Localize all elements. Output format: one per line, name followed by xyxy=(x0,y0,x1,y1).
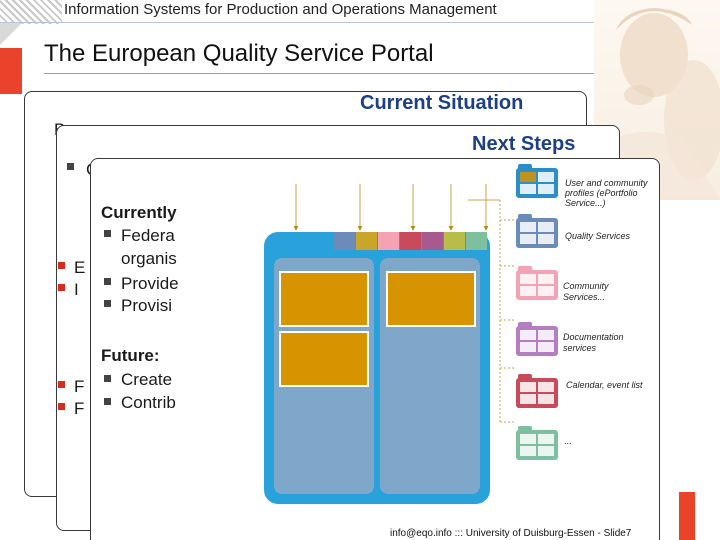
future-item: Create xyxy=(121,370,173,389)
service-icon xyxy=(516,214,558,248)
future-item: Contrib xyxy=(121,393,176,412)
main-box-tab xyxy=(466,232,487,250)
corner-triangle xyxy=(0,23,22,45)
service-icon-cell xyxy=(520,394,536,404)
service-icon-cell xyxy=(538,394,554,404)
next-steps-fragment: F xyxy=(74,377,85,396)
current-situation-title: Current Situation xyxy=(360,92,524,114)
bullet xyxy=(104,300,111,307)
service-icon-cell xyxy=(538,172,554,182)
currently-item: Provisi xyxy=(121,296,173,315)
service-icon-cell xyxy=(538,222,554,232)
currently-label: Currently xyxy=(101,203,177,222)
bullet xyxy=(67,163,74,170)
next-steps-title: Next Steps xyxy=(472,133,576,155)
bullet xyxy=(58,284,65,291)
header-title: Information Systems for Production and O… xyxy=(64,1,497,18)
service-label-community: Community Services... xyxy=(563,281,609,302)
bullet xyxy=(58,403,65,410)
service-label-more: ... xyxy=(564,436,572,446)
bullet xyxy=(104,230,111,237)
next-steps-fragment: F xyxy=(74,399,85,418)
service-icons xyxy=(516,164,558,460)
service-icon-cell xyxy=(538,286,554,296)
service-icon-cell xyxy=(520,434,536,444)
service-icon-cell xyxy=(538,330,554,340)
next-steps-fragment: E xyxy=(74,258,86,277)
main-box-tab xyxy=(444,232,465,250)
main-box-tab xyxy=(400,232,421,250)
portal-diagram xyxy=(264,164,558,504)
service-icon-cell xyxy=(520,172,536,182)
header-rule xyxy=(0,22,600,23)
main-box-tab xyxy=(334,232,355,250)
title-rule xyxy=(44,73,604,74)
bullet xyxy=(104,375,111,382)
page-title: The European Quality Service Portal xyxy=(44,40,434,67)
service-icon-cell xyxy=(538,434,554,444)
service-icon-cell xyxy=(538,446,554,456)
service-icon xyxy=(516,164,558,198)
service-icon-cell xyxy=(520,342,536,352)
service-icon-cell xyxy=(538,234,554,244)
header-pattern xyxy=(0,0,62,24)
slide-footer: info@eqo.info ::: University of Duisburg… xyxy=(390,528,632,539)
service-icon-cell xyxy=(520,222,536,232)
bullet xyxy=(58,381,65,388)
service-label-documentation: Documentation services xyxy=(563,332,624,353)
service-label-calendar: Calendar, event list xyxy=(566,380,643,390)
red-accent-left xyxy=(0,48,22,94)
portal-main-box xyxy=(264,232,490,504)
service-label-profiles: User and community profiles (ePortfolio … xyxy=(565,178,648,208)
service-icon-cell xyxy=(538,342,554,352)
service-icon-cell xyxy=(520,234,536,244)
bullet xyxy=(58,262,65,269)
bullet xyxy=(104,278,111,285)
currently-item: Provide xyxy=(121,274,179,293)
main-box-tab xyxy=(378,232,399,250)
content-slot xyxy=(279,271,369,327)
service-icon xyxy=(516,322,558,356)
service-icon xyxy=(516,266,558,300)
service-icon-cell xyxy=(538,184,554,194)
service-icon-cell xyxy=(520,446,536,456)
bullet xyxy=(104,398,111,405)
red-accent-right xyxy=(679,492,695,540)
service-icon-cell xyxy=(520,184,536,194)
service-icon-cell xyxy=(538,382,554,392)
service-label-quality: Quality Services xyxy=(565,231,631,241)
main-box-tab xyxy=(422,232,443,250)
currently-item: Federa xyxy=(121,226,175,245)
future-label: Future: xyxy=(101,346,160,365)
currently-item: organis xyxy=(121,249,177,268)
next-steps-fragment: I xyxy=(74,280,79,299)
main-box-tab xyxy=(356,232,377,250)
service-icon xyxy=(516,426,558,460)
service-icon xyxy=(516,374,558,408)
service-arrows xyxy=(293,184,514,423)
service-icon-cell xyxy=(520,330,536,340)
content-slot xyxy=(386,271,476,327)
content-slot xyxy=(279,331,369,387)
service-icon-cell xyxy=(520,274,536,284)
service-icon-cell xyxy=(520,382,536,392)
service-icon-cell xyxy=(538,274,554,284)
service-icon-cell xyxy=(520,286,536,296)
